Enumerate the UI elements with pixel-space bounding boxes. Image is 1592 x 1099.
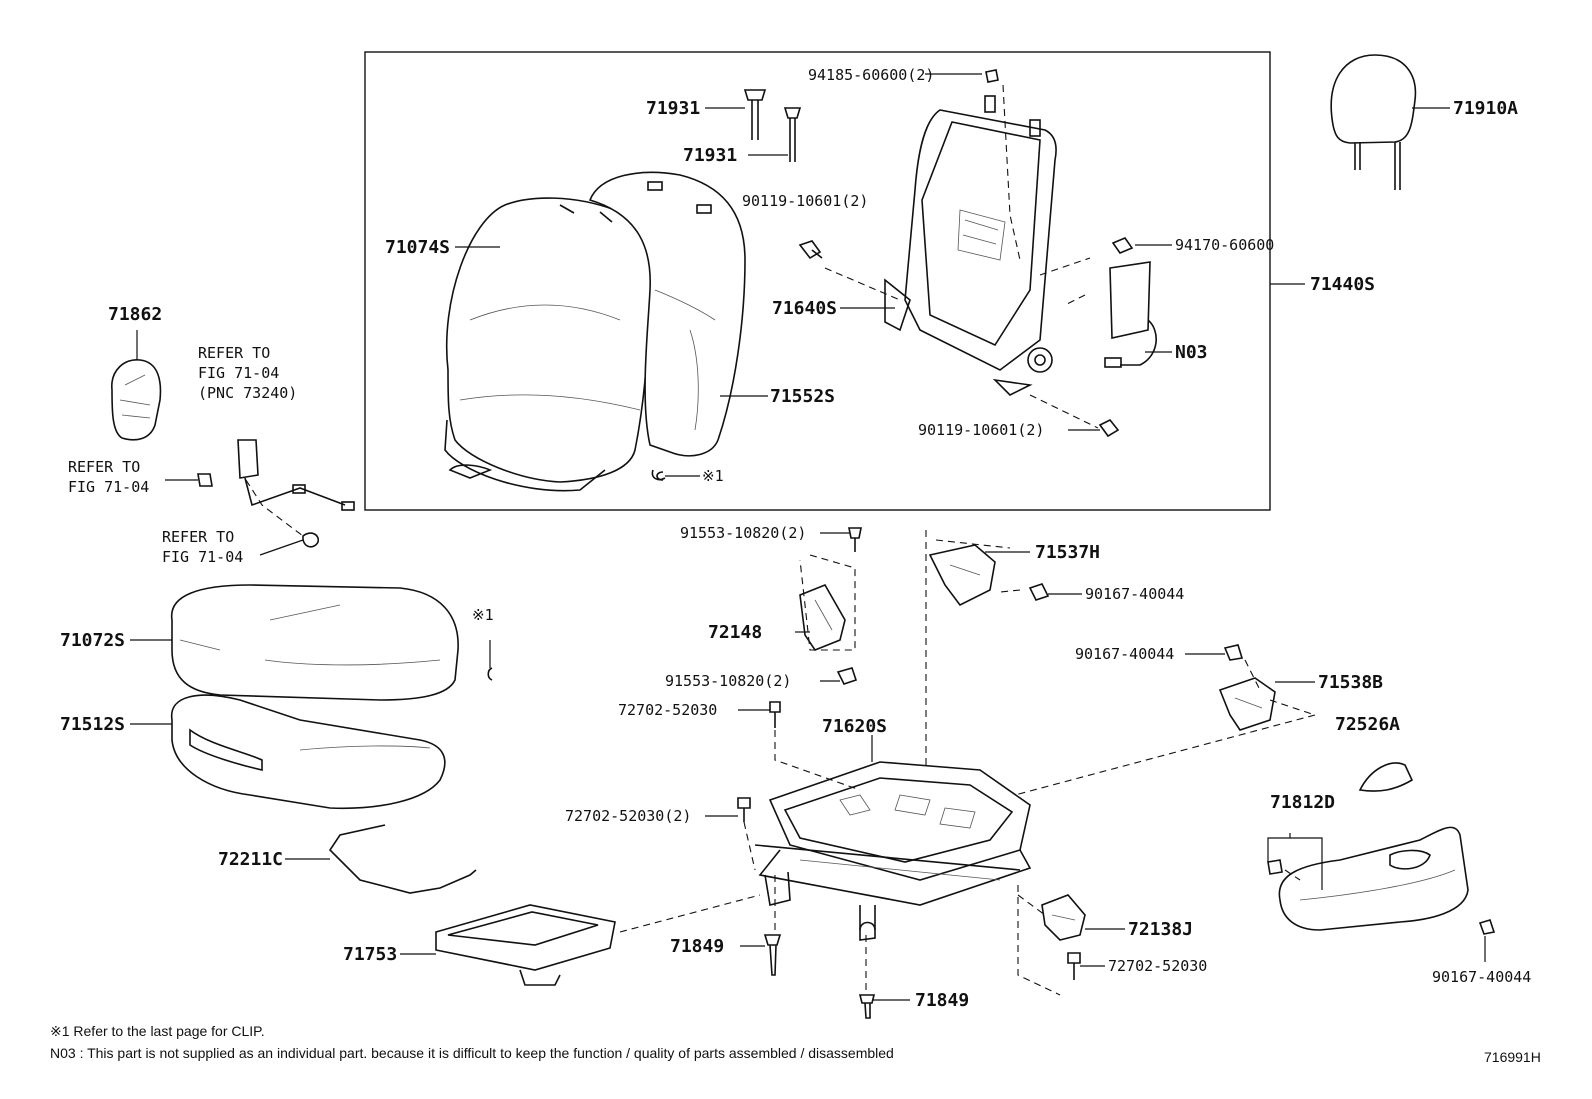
label-94185-60600: 94185-60600(2) <box>808 66 934 84</box>
label-72702-52030-b: 72702-52030(2) <box>565 807 691 825</box>
leader-lines <box>130 73 1486 1001</box>
part-labels: 94185-60600(2) 71931 71931 71910A 90119-… <box>60 66 1531 1011</box>
seatback-pad-part <box>588 171 746 481</box>
footnote-clip: ※1 Refer to the last page for CLIP. <box>50 1023 265 1039</box>
label-71072S: 71072S <box>60 630 125 651</box>
seat-frame-adjuster-part <box>754 761 1032 941</box>
label-71537H: 71537H <box>1035 542 1100 563</box>
label-72526A: 72526A <box>1335 714 1400 735</box>
bracket-72148-part <box>799 583 846 651</box>
refer-to-3-line1: REFER TO <box>162 528 234 546</box>
label-71440S: 71440S <box>1310 274 1375 295</box>
label-71620S: 71620S <box>822 716 887 737</box>
cover-72138J-part <box>1041 894 1086 941</box>
label-N03: N03 <box>1175 342 1208 363</box>
knob-72526A-part <box>1358 762 1414 792</box>
bracket-71537H-part <box>928 544 996 607</box>
seatback-cover-part <box>444 197 653 492</box>
label-71538B: 71538B <box>1318 672 1383 693</box>
side-shield-part <box>1278 826 1469 931</box>
label-71074S: 71074S <box>385 237 450 258</box>
label-91553-10820-lower: 91553-10820(2) <box>665 672 791 690</box>
refer-to-2-line2: FIG 71-04 <box>68 478 149 496</box>
label-71931-lower: 71931 <box>683 145 737 166</box>
label-71640S: 71640S <box>772 298 837 319</box>
assembly-lines <box>245 84 1316 996</box>
label-72702-52030-a: 72702-52030 <box>618 701 717 719</box>
label-clip-mark-back: ※1 <box>702 467 724 485</box>
refer-to-2-line1: REFER TO <box>68 458 140 476</box>
label-71849-b: 71849 <box>915 990 969 1011</box>
figure-id: 716991H <box>1484 1049 1541 1065</box>
label-71753: 71753 <box>343 944 397 965</box>
label-71931-upper: 71931 <box>646 98 700 119</box>
label-90119-10601-lower: 90119-10601(2) <box>918 421 1044 439</box>
seat-belt-cover-part <box>111 359 162 441</box>
seatback-frame-part <box>884 95 1057 396</box>
label-72211C: 72211C <box>218 849 283 870</box>
label-90167-40044-a: 90167-40044 <box>1085 585 1184 603</box>
refer-to-line2: FIG 71-04 <box>198 364 279 382</box>
label-72148: 72148 <box>708 622 762 643</box>
headrest-part <box>1330 54 1417 190</box>
label-clip-mark-cushion: ※1 <box>472 606 494 624</box>
label-71512S: 71512S <box>60 714 125 735</box>
seat-cushion-cover-part <box>170 584 459 701</box>
seat-belt-buckle-part <box>197 439 355 548</box>
side-airbag-part <box>1104 261 1157 368</box>
bracket-71538B-part <box>1218 677 1276 731</box>
label-94170-60600: 94170-60600 <box>1175 236 1274 254</box>
label-71910A: 71910A <box>1453 98 1518 119</box>
seat-wire-part <box>328 824 477 894</box>
refer-to-3-line2: FIG 71-04 <box>162 548 243 566</box>
refer-to-line3: (PNC 73240) <box>198 384 297 402</box>
label-91553-10820-upper: 91553-10820(2) <box>680 524 806 542</box>
label-71812D: 71812D <box>1270 792 1335 813</box>
label-72702-52030-c: 72702-52030 <box>1108 957 1207 975</box>
seat-cushion-pad-part <box>171 694 446 810</box>
seatback-assembly-box <box>364 51 1271 511</box>
label-72138J: 72138J <box>1128 919 1193 940</box>
label-90167-40044-c: 90167-40044 <box>1432 968 1531 986</box>
label-90119-10601-upper: 90119-10601(2) <box>742 192 868 210</box>
label-71552S: 71552S <box>770 386 835 407</box>
footnote-n03: N03 : This part is not supplied as an in… <box>50 1045 894 1061</box>
refer-to-line1: REFER TO <box>198 344 270 362</box>
storage-tray-part <box>435 904 616 986</box>
label-71862: 71862 <box>108 304 162 325</box>
fastener-group <box>487 69 1496 1019</box>
label-71849-a: 71849 <box>670 936 724 957</box>
label-90167-40044-b: 90167-40044 <box>1075 645 1174 663</box>
